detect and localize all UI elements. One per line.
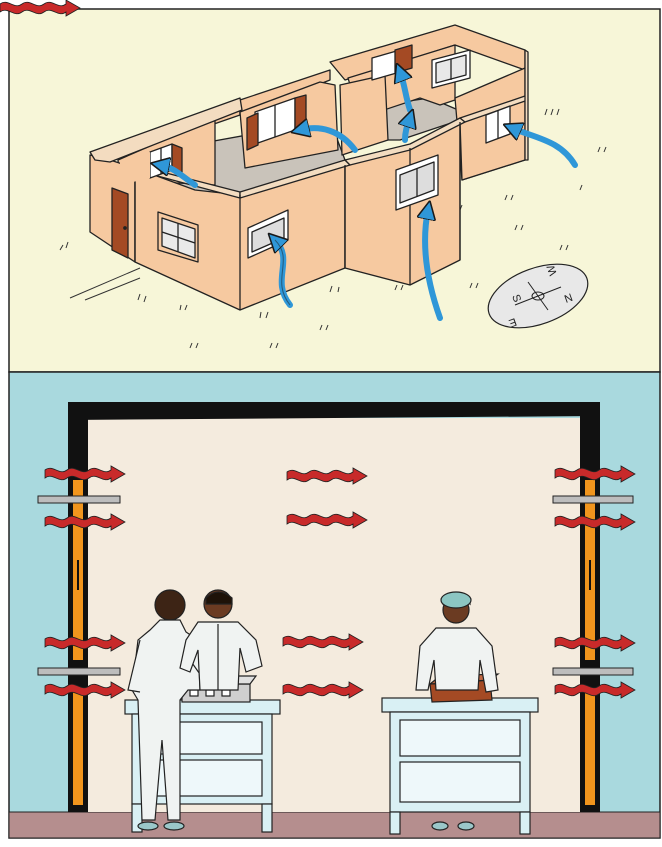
workbench-right	[382, 674, 538, 834]
ground	[9, 812, 660, 838]
top-panel: S W N E	[9, 9, 660, 372]
front-door	[112, 188, 128, 258]
